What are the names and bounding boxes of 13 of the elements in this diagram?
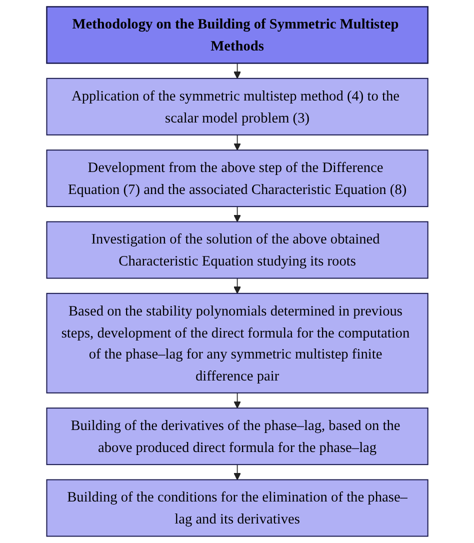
node-box: Methodology on the Building of Symmetric Multistep Methods	[46, 6, 428, 64]
node-box: Building of the conditions for the elimination of the phase–lag and its derivatives	[46, 479, 428, 537]
node-box: Building of the derivatives of the phase–lag, based on the above produced direct formula for the phase–lag	[46, 408, 428, 466]
arrow	[233, 134, 241, 150]
node-box: Development from the above step of the Difference Equation (7) and the associated Characteristic Equation (8)	[46, 150, 428, 208]
node-box: Application of the symmetric multistep method (4) to the scalar model problem (3)	[46, 78, 428, 136]
arrow	[233, 278, 241, 294]
arrow	[233, 62, 241, 79]
node-box: Investigation of the solution of the above obtained Characteristic Equation studying its roots	[46, 221, 428, 279]
arrow	[233, 464, 241, 480]
node-box: Based on the stability polynomials determined in previous steps, development of the direct formula for the computation of the phase–lag for any symmetric multistep finite difference pair	[46, 292, 428, 394]
arrow	[233, 392, 241, 408]
arrow	[233, 206, 241, 222]
